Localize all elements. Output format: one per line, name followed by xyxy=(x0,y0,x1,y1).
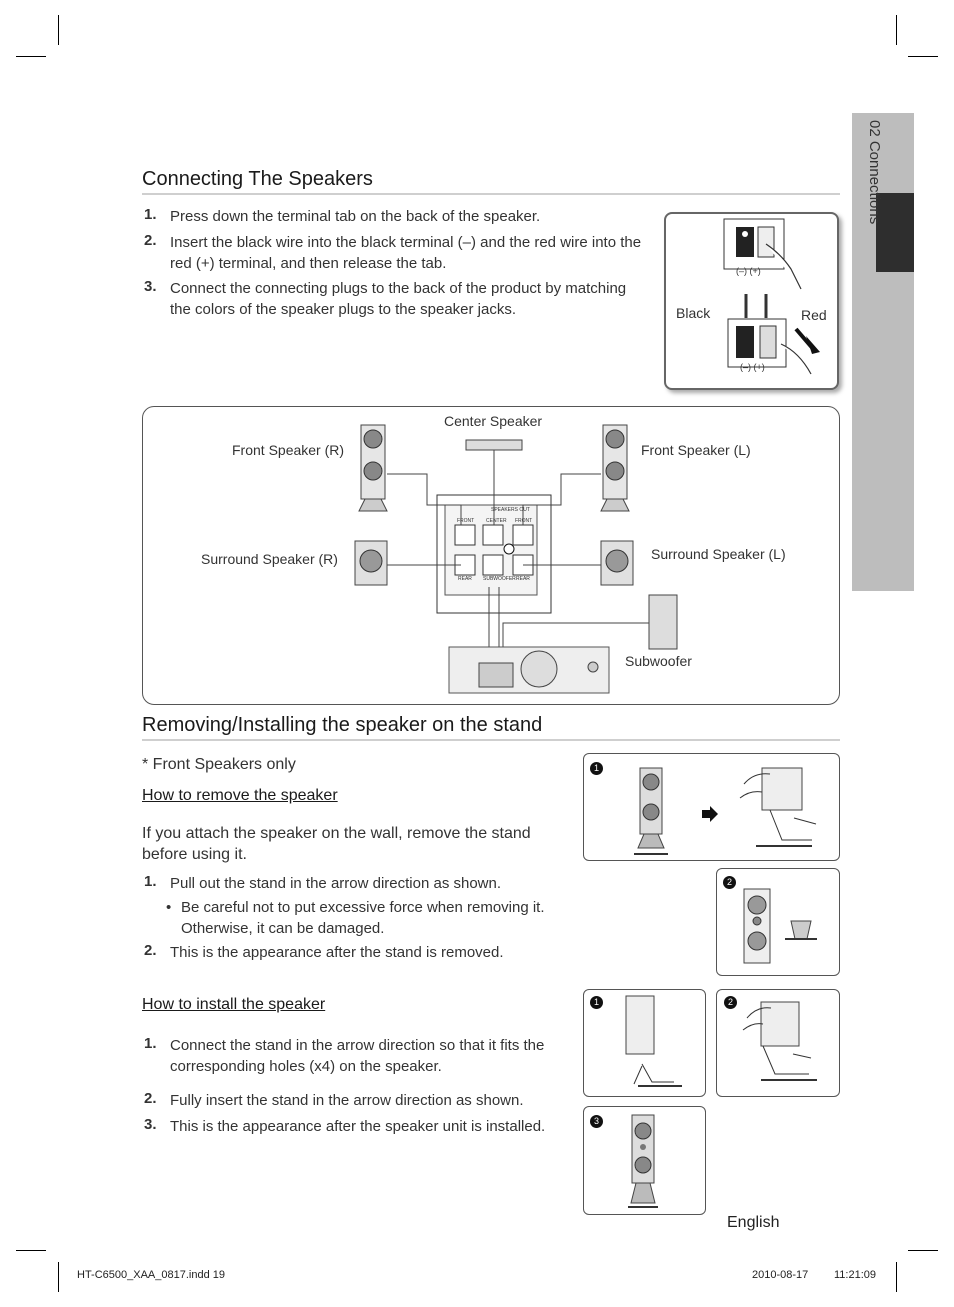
terminal-figure: (–) (+) Black Red (–) (+) xyxy=(664,212,839,390)
step-number: 1. xyxy=(144,1035,157,1052)
terminal-illustration xyxy=(723,218,820,375)
chapter-tab-label: 02 Connections xyxy=(866,120,883,225)
speaker-stand-removed-illustration xyxy=(743,888,817,964)
footer-time: 11:21:09 xyxy=(834,1269,877,1281)
front-speaker-r-label: Front Speaker (R) xyxy=(232,442,345,458)
crop-mark xyxy=(896,15,897,45)
page-language: English xyxy=(727,1214,780,1231)
speaker-installed-illustration xyxy=(628,1114,658,1208)
install-figure-2: 2 xyxy=(716,989,840,1097)
install-figure-3: 3 xyxy=(583,1106,706,1215)
install-figure-1: 1 xyxy=(583,989,706,1097)
caution-text: Be careful not to put excessive force wh… xyxy=(181,899,545,937)
step-number: 3. xyxy=(144,278,157,295)
step-text: Connect the connecting plugs to the back… xyxy=(170,280,627,318)
front-speaker-l-label: Front Speaker (L) xyxy=(641,442,751,458)
step-number: 3. xyxy=(144,1116,157,1133)
step-badge: 1 xyxy=(590,762,603,775)
crop-mark xyxy=(16,1250,46,1251)
step-text: Fully insert the stand in the arrow dire… xyxy=(170,1092,524,1109)
black-wire-label: Black xyxy=(676,305,711,321)
footer-date: 2010-08-17 xyxy=(752,1269,809,1281)
surround-speaker-r-label: Surround Speaker (R) xyxy=(201,551,338,567)
section-rule xyxy=(142,193,840,195)
bullet-dot: • xyxy=(166,899,172,916)
panel-jack-label: REAR xyxy=(516,576,530,582)
remove-figure-2: 2 xyxy=(716,868,840,976)
chapter-tab xyxy=(852,113,914,591)
remove-figure-1: 1 xyxy=(583,753,840,861)
step-number: 1. xyxy=(144,873,157,890)
step-text: Press down the terminal tab on the back … xyxy=(170,208,541,225)
stand-attach-illustration xyxy=(625,995,682,1087)
step-text: Pull out the stand in the arrow directio… xyxy=(170,875,502,892)
terminal-polarity-top: (–) (+) xyxy=(736,266,761,276)
footer-filename: HT-C6500_XAA_0817.indd 19 xyxy=(77,1269,225,1281)
step-badge: 2 xyxy=(724,996,737,1009)
connection-illustration xyxy=(354,424,678,694)
center-speaker-label: Center Speaker xyxy=(444,413,543,429)
crop-mark xyxy=(16,56,46,57)
section-title: Removing/Installing the speaker on the s… xyxy=(142,714,543,736)
surround-speaker-l-label: Surround Speaker (L) xyxy=(651,546,786,562)
step-text: This is the appearance after the stand i… xyxy=(170,944,504,961)
section-title: Connecting The Speakers xyxy=(142,168,373,190)
crop-mark xyxy=(908,56,938,57)
step-number: 1. xyxy=(144,206,157,223)
speaker-with-stand-illustration xyxy=(634,767,817,855)
crop-mark xyxy=(908,1250,938,1251)
panel-jack-label: SUBWOOFER xyxy=(483,576,516,582)
panel-jack-label: FRONT xyxy=(457,518,475,524)
connection-diagram: Center Speaker Front Speaker (R) Front S… xyxy=(142,406,840,705)
step-text: Insert the black wire into the black ter… xyxy=(170,234,642,272)
section-rule xyxy=(142,739,840,741)
subwoofer-label: Subwoofer xyxy=(625,653,692,669)
crop-mark xyxy=(896,1262,897,1292)
step-number: 2. xyxy=(144,1090,157,1107)
chapter-tab-marker xyxy=(876,193,914,272)
panel-title: SPEAKERS OUT xyxy=(491,507,530,513)
step-badge: 1 xyxy=(590,996,603,1009)
panel-jack-label: CENTER xyxy=(486,518,507,524)
stand-insert-illustration xyxy=(742,1001,817,1081)
step-number: 2. xyxy=(144,232,157,249)
remove-intro: If you attach the speaker on the wall, r… xyxy=(142,825,531,863)
panel-jack-label: FRONT xyxy=(515,518,533,524)
crop-mark xyxy=(58,1262,59,1292)
crop-mark xyxy=(58,15,59,45)
panel-jack-label: REAR xyxy=(458,576,472,582)
step-number: 2. xyxy=(144,942,157,959)
red-wire-label: Red xyxy=(801,307,827,323)
step-badge: 2 xyxy=(723,876,736,889)
remove-heading: How to remove the speaker xyxy=(142,787,338,804)
front-speakers-note: * Front Speakers only xyxy=(142,756,296,773)
step-text: Connect the stand in the arrow direction… xyxy=(170,1037,545,1075)
step-text: This is the appearance after the speaker… xyxy=(170,1118,546,1135)
step-badge: 3 xyxy=(590,1115,603,1128)
terminal-polarity-bottom: (–) (+) xyxy=(740,362,765,372)
install-heading: How to install the speaker xyxy=(142,996,326,1013)
